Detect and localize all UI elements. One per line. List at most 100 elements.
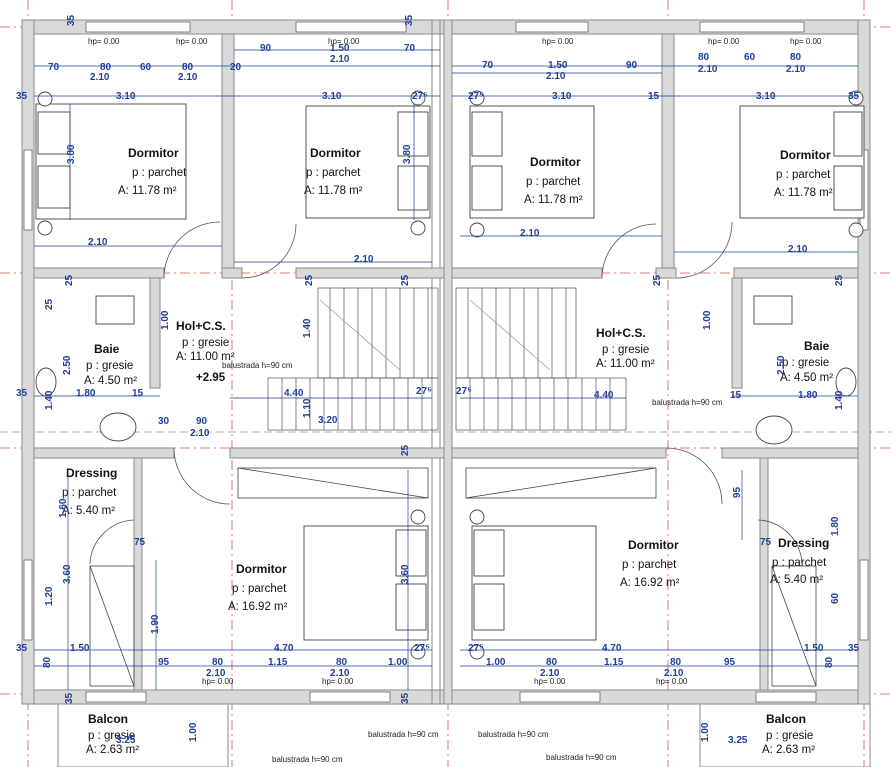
room-name: Balcon — [88, 712, 128, 726]
room-name: Dormitor — [310, 146, 361, 160]
hp-note: hp= 0.00 — [542, 37, 574, 46]
dim-90: 90 — [196, 416, 208, 427]
dim-25: 25 — [400, 444, 411, 456]
hp-note: hp= 0.00 — [88, 37, 120, 46]
room-name: Dormitor — [128, 146, 179, 160]
room-area: A: 4.50 m² — [780, 372, 833, 384]
room-floor: p : parchet — [306, 167, 361, 179]
dim-310: 3.10 — [552, 91, 572, 102]
room-floor: p : parchet — [232, 583, 287, 595]
dim-95: 95 — [158, 657, 170, 668]
dim-210: 2.10 — [546, 71, 566, 82]
dim-75: 75 — [760, 537, 772, 548]
room-floor: p : parchet — [776, 169, 831, 181]
dim-70: 70 — [48, 62, 60, 73]
hp-note: hp= 0.00 — [328, 37, 360, 46]
room-area: A: 11.78 m² — [304, 185, 363, 197]
dim-35: 35 — [848, 643, 860, 654]
hp-note: hp= 0.00 — [790, 37, 822, 46]
dim-80: 80 — [824, 656, 835, 668]
balustrada-note: balustrada h=90 cm — [652, 398, 723, 407]
room-hall-r: Hol+C.S. p : gresie A: 11.00 m² — [596, 326, 655, 370]
dim-210: 2.10 — [88, 237, 108, 248]
dim-50: 25 — [44, 298, 55, 310]
dim-150: 1.50 — [330, 43, 350, 54]
dim-27: 27⁵ — [468, 643, 484, 654]
dim-80: 80 — [100, 62, 112, 73]
dim-80: 80 — [790, 52, 802, 63]
dim-140: 1.40 — [302, 318, 313, 338]
dim-95: 95 — [724, 657, 736, 668]
dim-250: 2.50 — [62, 355, 73, 375]
dim-440: 4.40 — [284, 388, 304, 399]
balustrada-note: balustrada h=90 cm — [368, 730, 439, 739]
room-dress-l: Dressing p : parchet A: 5.40 m² — [62, 466, 117, 517]
room-area: A: 11.78 m² — [118, 185, 177, 197]
dim-160: 1.60 — [58, 498, 69, 518]
dim-210: 2.10 — [664, 668, 684, 679]
dim-27: 27⁵ — [412, 91, 428, 102]
room-floor: p : gresie — [602, 344, 649, 356]
dim-310: 3.10 — [756, 91, 776, 102]
balustrada-note: balustrada h=90 cm — [222, 361, 293, 370]
dim-70: 70 — [404, 43, 416, 54]
dim-60: 60 — [140, 62, 152, 73]
dim-90: 90 — [626, 60, 638, 71]
room-floor: p : gresie — [782, 357, 829, 369]
dim-210: 2.10 — [520, 228, 540, 239]
dim-210: 2.10 — [540, 668, 560, 679]
dim-27: 27⁵ — [456, 386, 472, 397]
balustrada-note: balustrada h=90 cm — [478, 730, 549, 739]
dim-140: 1.40 — [44, 390, 55, 410]
room-bed-tr: Dormitor p : parchet A: 11.78 m² — [774, 148, 833, 199]
dim-180: 1.80 — [830, 516, 841, 536]
furniture-beds — [35, 90, 865, 660]
room-name: Dressing — [778, 536, 829, 550]
room-name: Dormitor — [780, 148, 831, 162]
dim-100: 1.00 — [700, 722, 711, 742]
dim-25: 25 — [834, 274, 845, 286]
dim-380: 3.80 — [402, 144, 413, 164]
room-name: Dormitor — [530, 155, 581, 169]
dim-27: 27⁵ — [468, 91, 484, 102]
room-area: A: 16.92 m² — [228, 601, 288, 613]
room-balc-r: Balcon p : gresie A: 2.63 m² — [762, 712, 815, 756]
dim-100: 1.00 — [160, 310, 171, 330]
room-name: Balcon — [766, 712, 806, 726]
room-bed-tc2: Dormitor p : parchet A: 11.78 m² — [524, 155, 583, 206]
room-balc-l: Balcon p : gresie A: 2.63 m² — [86, 712, 139, 756]
dim-440: 4.40 — [594, 390, 614, 401]
dim-210: 2.10 — [206, 668, 226, 679]
dim-80: 80 — [670, 657, 682, 668]
room-floor: p : gresie — [182, 337, 229, 349]
room-name: Hol+C.S. — [176, 319, 226, 333]
room-name: Dressing — [66, 466, 117, 480]
room-bed-bl: Dormitor p : parchet A: 16.92 m² — [228, 562, 288, 613]
room-area: A: 5.40 m² — [770, 574, 823, 586]
balustrada-note: balustrada h=90 cm — [272, 755, 343, 764]
dim-25: 25 — [652, 274, 663, 286]
bath-fixtures — [35, 295, 857, 445]
dim-35: 35 — [16, 91, 28, 102]
dim-25: 25 — [304, 274, 315, 286]
stairs-left — [267, 287, 439, 431]
dim-95: 95 — [732, 486, 743, 498]
dim-100: 1.00 — [486, 657, 506, 668]
dim-325: 3.25 — [728, 735, 748, 746]
dim-80: 80 — [182, 62, 194, 73]
dim-27: 27⁵ — [414, 643, 430, 654]
room-floor: p : parchet — [62, 487, 117, 499]
room-floor: p : gresie — [88, 730, 135, 742]
room-bed-tc: Dormitor p : parchet A: 11.78 m² — [304, 146, 363, 197]
dim-90: 90 — [260, 43, 272, 54]
room-bath-l: Baie p : gresie A: 4.50 m² — [84, 342, 137, 387]
dim-470: 4.70 — [602, 643, 622, 654]
room-floor: p : parchet — [132, 167, 187, 179]
dim-150: 1.50 — [548, 60, 568, 71]
room-area: A: 2.63 m² — [86, 744, 139, 756]
dim-320: 3.20 — [318, 415, 338, 426]
room-floor: p : parchet — [526, 176, 581, 188]
dim-210: 2.10 — [788, 244, 808, 255]
dimension-texts: 35 35 70 2.10 80 60 80 2.10 20 90 1.50 2… — [16, 14, 860, 746]
balustrada-note: balustrada h=90 cm — [546, 753, 617, 762]
